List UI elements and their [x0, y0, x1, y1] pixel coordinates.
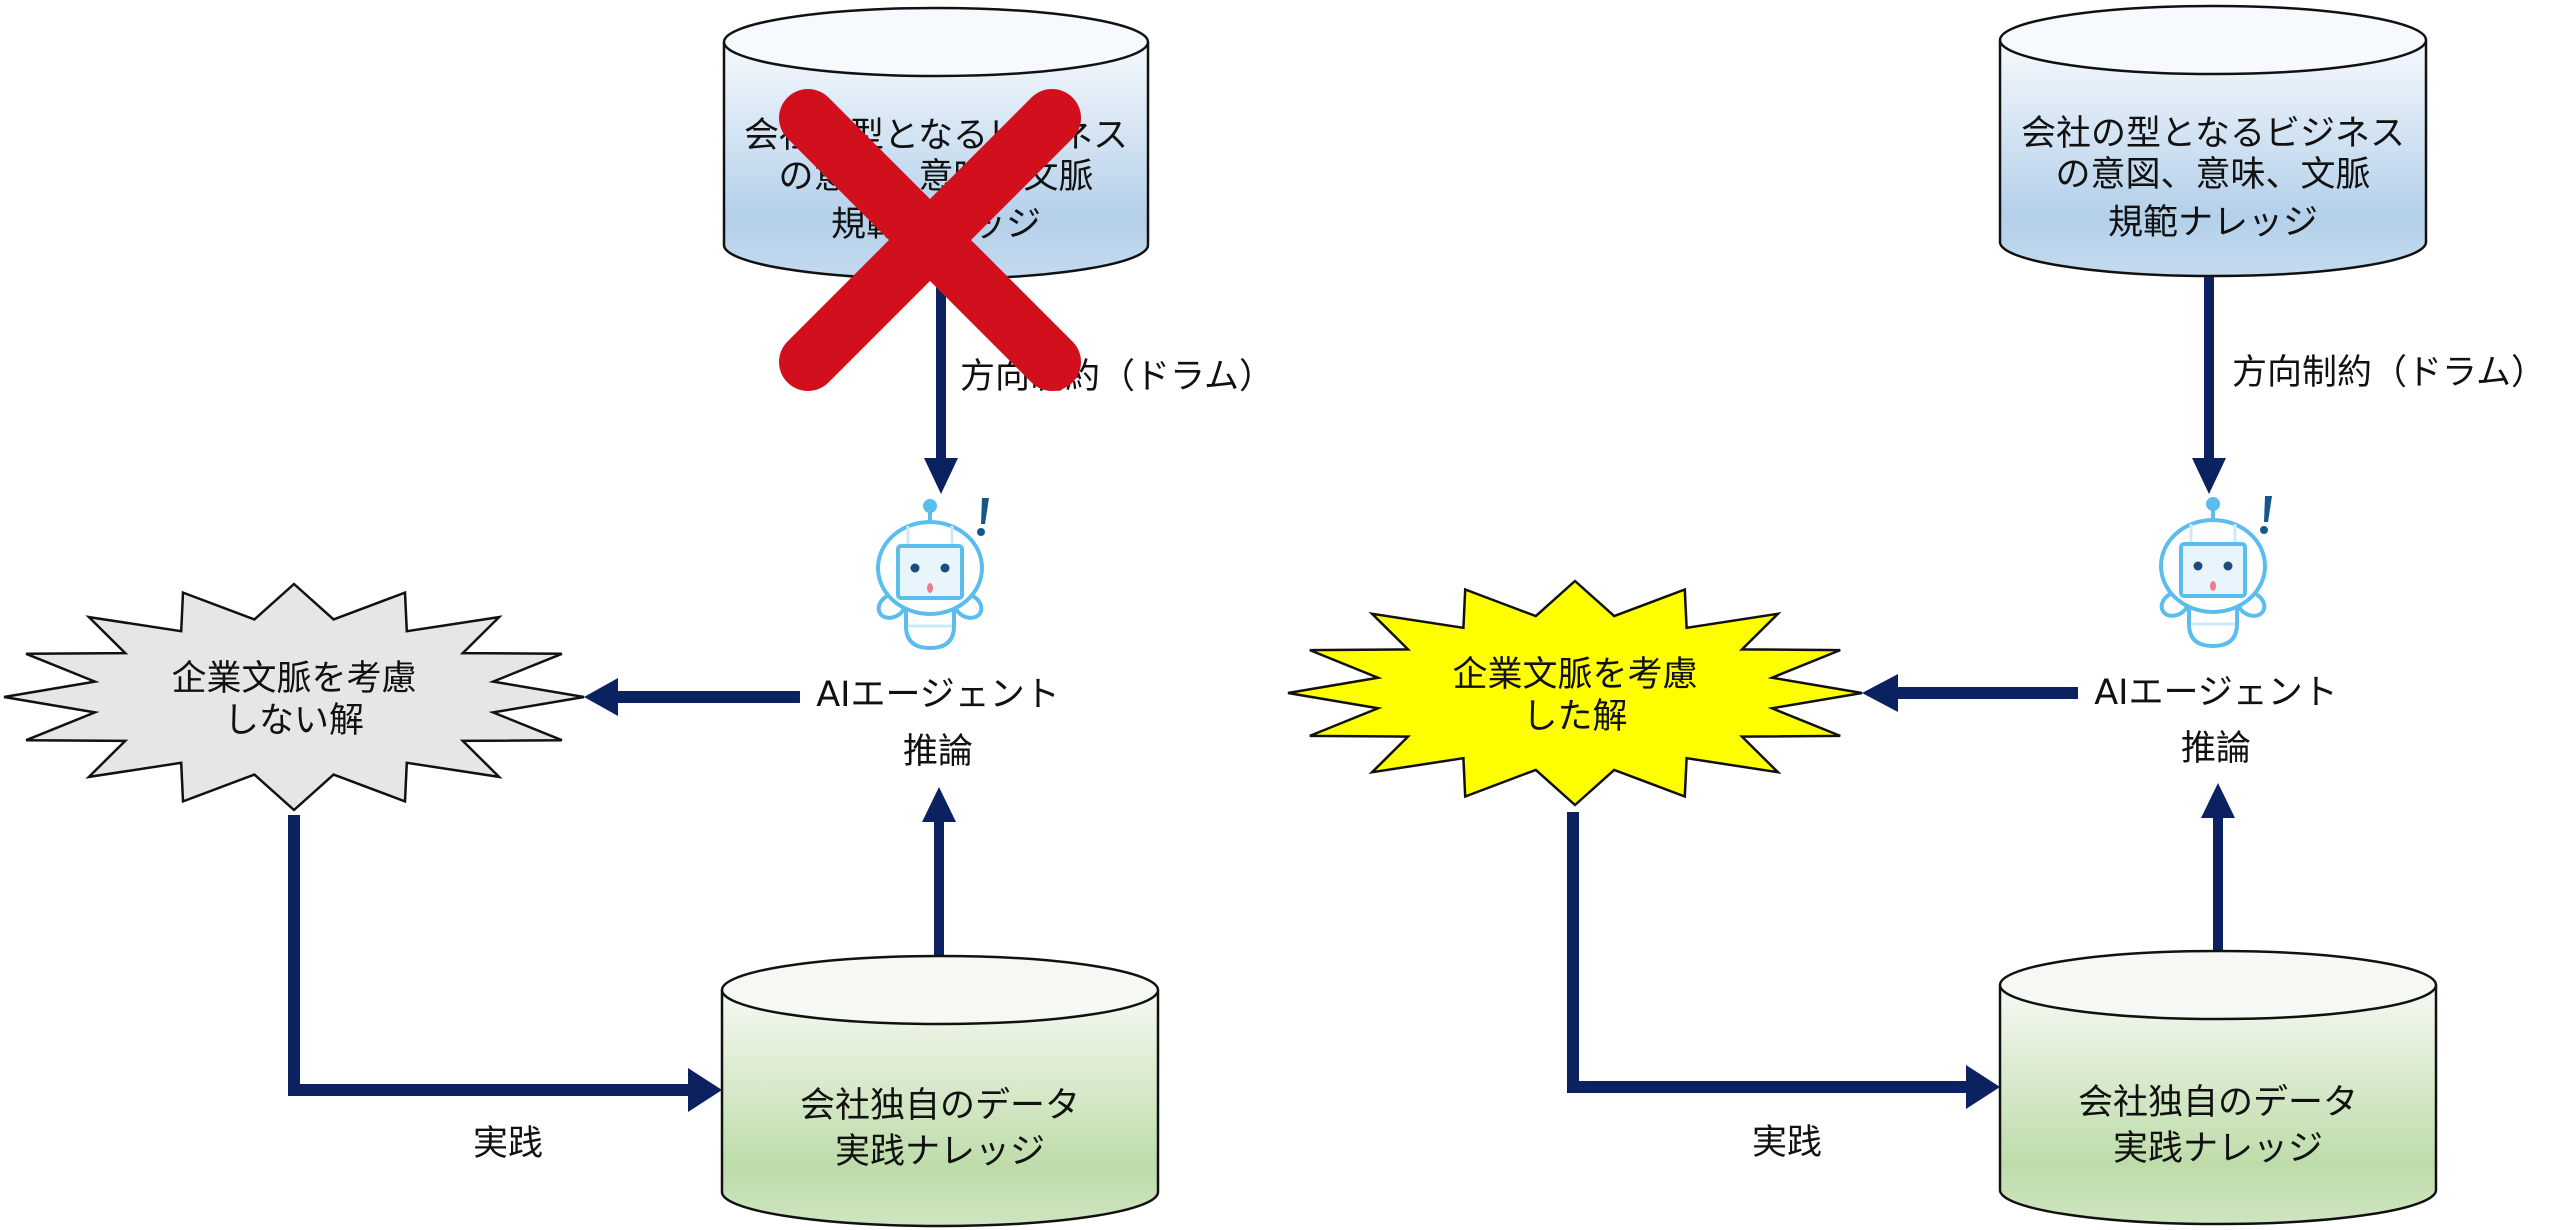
practice-label: 実践 [473, 1124, 543, 1164]
agent-label: AIエージェント [2094, 673, 2338, 713]
right-panel: 会社の型となるビジネス の意図、意味、文脈 規範ナレッジ 方向制約（ドラム） A… [1287, 4, 2546, 1226]
robot-icon [872, 496, 991, 650]
inference-label: 推論 [903, 732, 973, 772]
practice-arrow [1567, 812, 2000, 1109]
cross-out-icon [779, 89, 1081, 391]
data-db-line-1: 会社独自のデータ [2078, 1083, 2358, 1123]
answer-line-2: した解 [1522, 697, 1627, 737]
company-data-db[interactable]: 会社独自のデータ 実践ナレッジ [720, 954, 1160, 1228]
norm-db-line-1: 会社の型となるビジネス [2021, 114, 2405, 154]
company-data-db[interactable]: 会社独自のデータ 実践ナレッジ [1998, 949, 2438, 1226]
inference-arrow [922, 787, 956, 960]
answer-line-1: 企業文脈を考慮 [171, 659, 416, 699]
norm-knowledge-db[interactable]: 会社の型となるビジネス の意図、意味、文脈 規範ナレッジ [1998, 4, 2428, 278]
data-db-line-1: 会社独自のデータ [800, 1086, 1080, 1126]
norm-db-line-2: の意図、意味、文脈 [2055, 155, 2370, 195]
starburst-shape [1287, 579, 1863, 807]
answer-line-1: 企業文脈を考慮 [1452, 655, 1697, 695]
answer-starburst[interactable]: 企業文脈を考慮 しない解 [3, 582, 585, 812]
constraint-arrow [924, 279, 958, 494]
inference-label: 推論 [2181, 729, 2251, 769]
robot-icon [2155, 494, 2274, 648]
norm-db-line-3: 規範ナレッジ [2108, 203, 2318, 243]
data-db-line-2: 実践ナレッジ [2113, 1129, 2323, 1169]
agent-label: AIエージェント [816, 675, 1060, 715]
answer-arrow [584, 678, 800, 716]
constraint-arrow [2192, 277, 2226, 494]
data-db-line-2: 実践ナレッジ [835, 1132, 1045, 1172]
practice-label: 実践 [1752, 1123, 1822, 1163]
starburst-shape [3, 582, 585, 812]
left-panel: 会社の型となるビジネス の意図、意味、文脈 規範ナレッジ 方向制約（ドラム） A… [3, 6, 1274, 1228]
answer-line-2: しない解 [224, 701, 364, 741]
answer-arrow [1862, 674, 2078, 712]
inference-arrow [2201, 783, 2235, 950]
constraint-label: 方向制約（ドラム） [960, 357, 1274, 397]
constraint-label: 方向制約（ドラム） [2232, 353, 2546, 393]
practice-arrow [288, 815, 722, 1112]
answer-starburst[interactable]: 企業文脈を考慮 した解 [1287, 579, 1863, 807]
